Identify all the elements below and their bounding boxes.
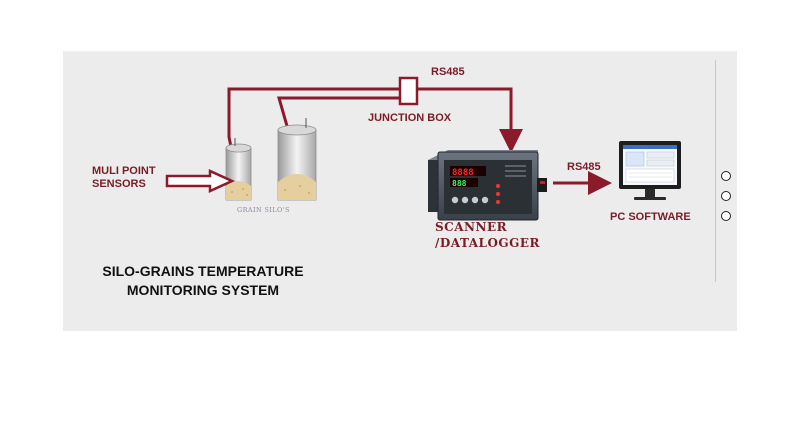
display-bottom-reading: 888 (452, 179, 467, 188)
pagination-dot-1[interactable] (721, 171, 731, 181)
junction-box (398, 76, 419, 106)
wire-junction-to-scanner (417, 87, 523, 153)
scanner-key-3 (471, 196, 479, 204)
scanner-key-4 (481, 196, 489, 204)
pagination-dot-2[interactable] (721, 191, 731, 201)
scanner-datalogger-label: SCANNER /DATALOGGER (435, 220, 541, 250)
scanner-datalogger: 8888 888 (428, 150, 547, 221)
panel-divider (715, 60, 716, 282)
scanner-key-2 (461, 196, 469, 204)
pc-software-label: PC SOFTWARE (610, 211, 691, 223)
pc-monitor (619, 141, 681, 200)
rs485-top-label: RS485 (431, 66, 465, 78)
sensors-label: MULI POINT SENSORS (92, 165, 156, 190)
display-top-reading: 8888 (452, 168, 474, 178)
grain-silo-caption: GRAIN SILO'S (237, 206, 290, 214)
rs485-right-label: RS485 (567, 161, 601, 173)
junction-box-label: JUNCTION BOX (368, 112, 452, 124)
scanner-connector (537, 178, 547, 192)
pagination-dot-3[interactable] (721, 211, 731, 221)
grain-silo-1 (225, 138, 252, 201)
sensor-arrow (165, 169, 236, 193)
diagram-title: SILO-GRAINS TEMPERATURE MONITORING SYSTE… (102, 263, 304, 298)
scanner-key-1 (451, 196, 459, 204)
grain-silo-2 (277, 118, 317, 201)
